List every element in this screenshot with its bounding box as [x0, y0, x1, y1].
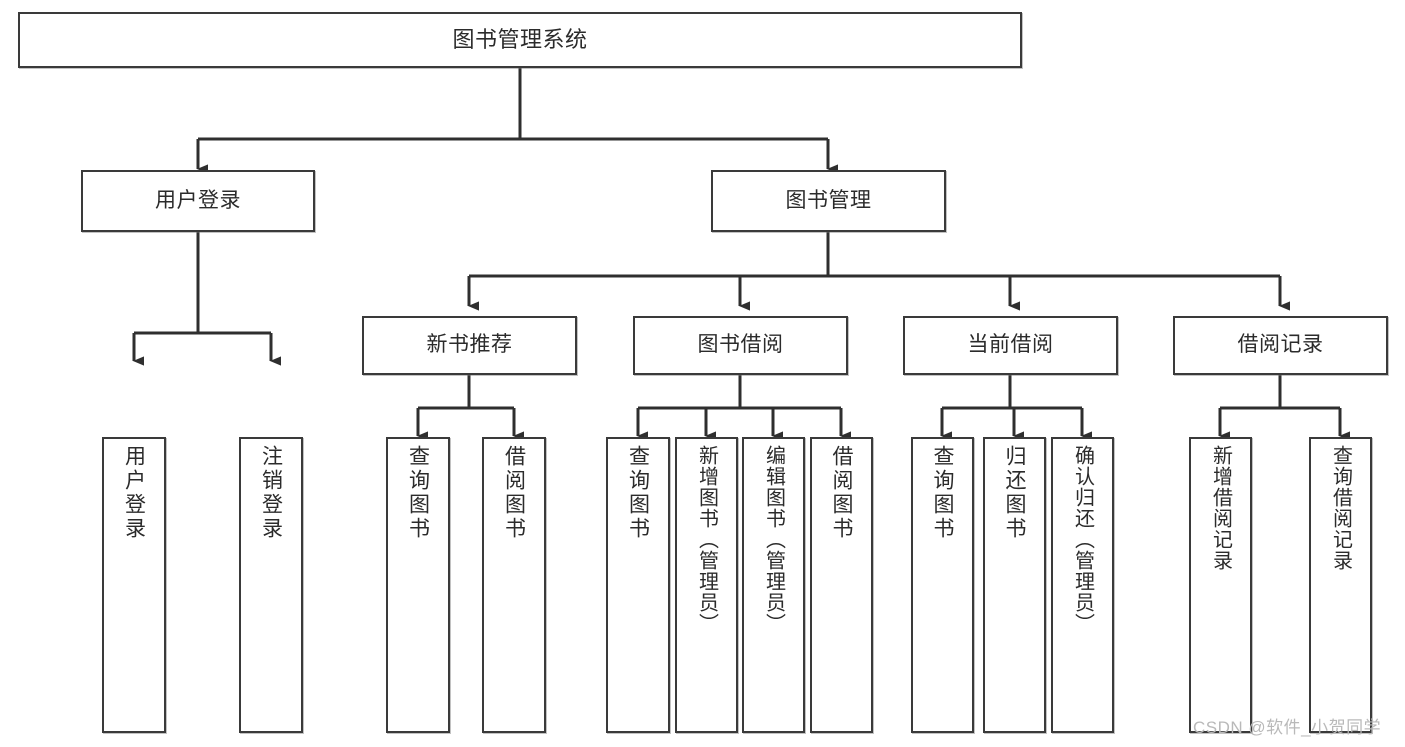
node-level3-0[interactable]: 新书推荐: [362, 316, 577, 375]
node-level3-1[interactable]: 图书借阅: [633, 316, 848, 375]
connector-paths: [132, 68, 1350, 441]
node-leaves-8[interactable]: 查询图书: [911, 437, 974, 733]
node-level2-1[interactable]: 图书管理: [711, 170, 946, 232]
node-label: 用户登录: [155, 188, 241, 212]
node-label: 图书管理: [785, 188, 872, 212]
node-level2-0[interactable]: 用户登录: [81, 170, 315, 232]
node-leaves-2[interactable]: 查询图书: [386, 437, 450, 733]
node-label: 借阅记录: [1237, 333, 1324, 357]
node-leaves-1[interactable]: 注销登录: [239, 437, 303, 733]
node-leaves-9[interactable]: 归还图书: [983, 437, 1046, 733]
node-label: 新增借阅记录: [1209, 445, 1232, 571]
node-leaves-11[interactable]: 新增借阅记录: [1189, 437, 1252, 733]
node-leaves-4[interactable]: 查询图书: [606, 437, 670, 733]
node-label: 编辑图书（管理员）: [762, 445, 785, 634]
node-label: 借阅图书: [502, 445, 526, 541]
node-root[interactable]: 图书管理系统: [18, 12, 1022, 68]
node-label: 借阅图书: [830, 445, 853, 541]
node-leaves-0[interactable]: 用户登录: [102, 437, 166, 733]
node-leaves-10[interactable]: 确认归还（管理员）: [1051, 437, 1114, 733]
node-label: 确认归还（管理员）: [1071, 445, 1094, 634]
node-leaves-3[interactable]: 借阅图书: [482, 437, 546, 733]
node-leaves-7[interactable]: 借阅图书: [810, 437, 873, 733]
node-label: 图书管理系统: [452, 27, 588, 53]
node-leaves-12[interactable]: 查询借阅记录: [1309, 437, 1372, 733]
node-level3-3[interactable]: 借阅记录: [1173, 316, 1388, 375]
node-label: 图书借阅: [697, 333, 784, 357]
node-label: 归还图书: [1003, 445, 1026, 541]
node-label: 用户登录: [122, 445, 146, 541]
watermark-label: CSDN @软件_小贺同学: [1193, 718, 1382, 737]
node-label: 当前借阅: [967, 333, 1054, 357]
node-label: 新增图书（管理员）: [695, 445, 718, 634]
node-label: 查询图书: [931, 445, 954, 541]
node-label: 查询图书: [406, 445, 430, 541]
node-label: 查询图书: [626, 445, 650, 541]
node-level3-2[interactable]: 当前借阅: [903, 316, 1118, 375]
node-leaves-6[interactable]: 编辑图书（管理员）: [742, 437, 805, 733]
node-label: 新书推荐: [426, 333, 513, 357]
node-label: 查询借阅记录: [1329, 445, 1352, 571]
node-label: 注销登录: [259, 445, 283, 541]
node-leaves-5[interactable]: 新增图书（管理员）: [675, 437, 738, 733]
